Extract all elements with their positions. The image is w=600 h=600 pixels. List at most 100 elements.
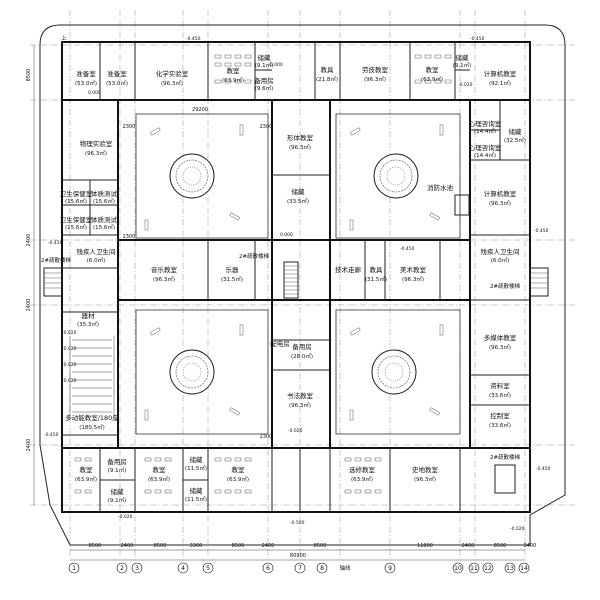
room-name: 书法教室 [287,391,314,400]
level-mark: -0.450 [44,432,59,438]
level-mark: -0.450 [48,240,63,246]
axis-label: 13 [506,565,514,572]
room-area: (31.5㎡) [221,275,243,283]
room-area: (96.3㎡) [153,275,175,283]
level-mark: 0.000 [280,232,293,238]
room-area: (96.3㎡) [489,343,511,351]
room-name: 储藏 [111,487,125,496]
axis-label: 3 [135,565,139,572]
room-area: (63.9㎡) [222,76,244,84]
room-area: (28.0㎡) [291,352,313,360]
misc-labels: 消防水池 技术走廊 配电房 2#疏散楼梯 2#疏散楼梯 2#疏散楼梯 2#疏散楼… [41,34,521,461]
walls [62,42,530,512]
room-name: 教具 [370,265,384,274]
room-area: (96.3㎡) [364,75,386,83]
fire-pool-label: 消防水池 [427,183,454,192]
level-mark: 0.000 [88,90,101,96]
room-area: (96.3㎡) [402,275,424,283]
room-area: (63.9㎡) [227,475,249,483]
dimension-text: 8500 [89,543,102,549]
level-mark: -0.450 [470,36,485,42]
stair-label: 2#疏散楼梯 [239,252,270,260]
room-area: (15.6㎡) [65,223,87,231]
room-name: 体质测试 [91,215,118,224]
court-side-dim: 2300 [123,124,136,130]
room-name: 备用房 [254,76,274,85]
room-area: (53.0㎡) [75,79,97,87]
room-name: 心理咨询室 [469,143,502,152]
room-area: (6.0㎡) [491,256,510,264]
axis-label: 5 [206,565,210,572]
room-name: 教具 [321,65,335,74]
room-area: (9.1㎡) [108,496,127,504]
room-area: (9.6㎡) [255,84,274,92]
room-area: (96.3㎡) [161,79,183,87]
level-mark: -0.020 [458,82,473,88]
room-name: 多动能教室/180座 [65,413,119,422]
room-name: 劳技教室 [362,65,389,74]
room-area: (15.6㎡) [93,223,115,231]
room-name: 教室 [232,465,246,474]
tech-corridor-label: 技术走廊 [335,265,362,274]
room-name: 备用房 [107,457,127,466]
axis-note: 轴线 [339,564,351,572]
room-name: 器材 [82,311,96,320]
room-name: 残疾人卫生间 [481,247,520,256]
room-area: (96.3㎡) [289,401,311,409]
courtyard-se [335,309,461,435]
axis-label: 2 [120,565,124,572]
level-mark: -0.450 [534,228,549,234]
level-mark: -0.020 [62,362,77,368]
room-name: 体质测试 [91,189,118,198]
room-area: (92.1㎡) [489,79,511,87]
classroom-desks [74,54,452,494]
room-area: (35.3㎡) [77,320,99,328]
room-area: (96.3㎡) [414,475,436,483]
level-marks: 0.000 -0.450 -0.020 -0.020 -0.020 -0.020… [44,36,551,532]
room-area: (15.6㎡) [93,197,115,205]
up-mark: 上 [61,34,67,42]
level-mark: -0.020 [62,378,77,384]
court-dimension: 29200 [192,107,208,113]
level-mark: -0.020 [62,330,77,336]
room-area: (32.5㎡) [504,136,526,144]
room-area: (63.9㎡) [148,475,170,483]
room-name: 残疾人卫生间 [77,247,116,256]
level-mark: -0.020 [510,526,525,532]
dimension-text: 8500 [232,543,245,549]
axis-label: 4 [181,565,185,572]
stair-label: 2#疏散楼梯 [490,282,521,290]
room-name: 多媒体教室 [484,333,517,342]
room-name: 史地教室 [412,465,439,474]
room-name: 教室 [426,65,440,74]
room-area: (63.9㎡) [75,475,97,483]
room-name: 音乐教室 [151,265,178,274]
room-area: (33.5㎡) [287,197,309,205]
level-mark: -0.450 [536,466,551,472]
room-name: 教室 [80,465,94,474]
court-side-dim: 2300 [260,434,273,440]
room-area: (11.5㎡) [185,495,207,503]
level-mark: -0.020 [288,428,303,434]
axis-label: 7 [298,565,302,572]
room-name: 教室 [227,66,241,75]
dimension-text: 2400 [26,234,32,247]
room-name: 储藏 [456,53,470,62]
room-area: (96.3㎡) [289,143,311,151]
room-name: 物理实验室 [80,139,113,148]
courtyard-benches [144,124,444,421]
room-name: 储藏 [190,455,204,464]
axis-label: 9 [388,565,392,572]
room-name: 乐器 [226,265,240,274]
room-name: 形体教室 [287,133,314,142]
axis-label: 10 [454,565,462,572]
courtyard-ne [335,113,461,239]
axis-markers: 1 2 3 4 5 6 7 8 9 10 11 12 13 14 轴线 [68,562,530,574]
courtyard-nw [135,113,269,239]
room-name: 化学实验室 [156,69,189,78]
level-mark: 0.000 [270,62,283,68]
dist-room-label: 配电房 [270,339,290,348]
room-area: (53.0㎡) [106,79,128,87]
dimension-text: 8500 [494,543,507,549]
